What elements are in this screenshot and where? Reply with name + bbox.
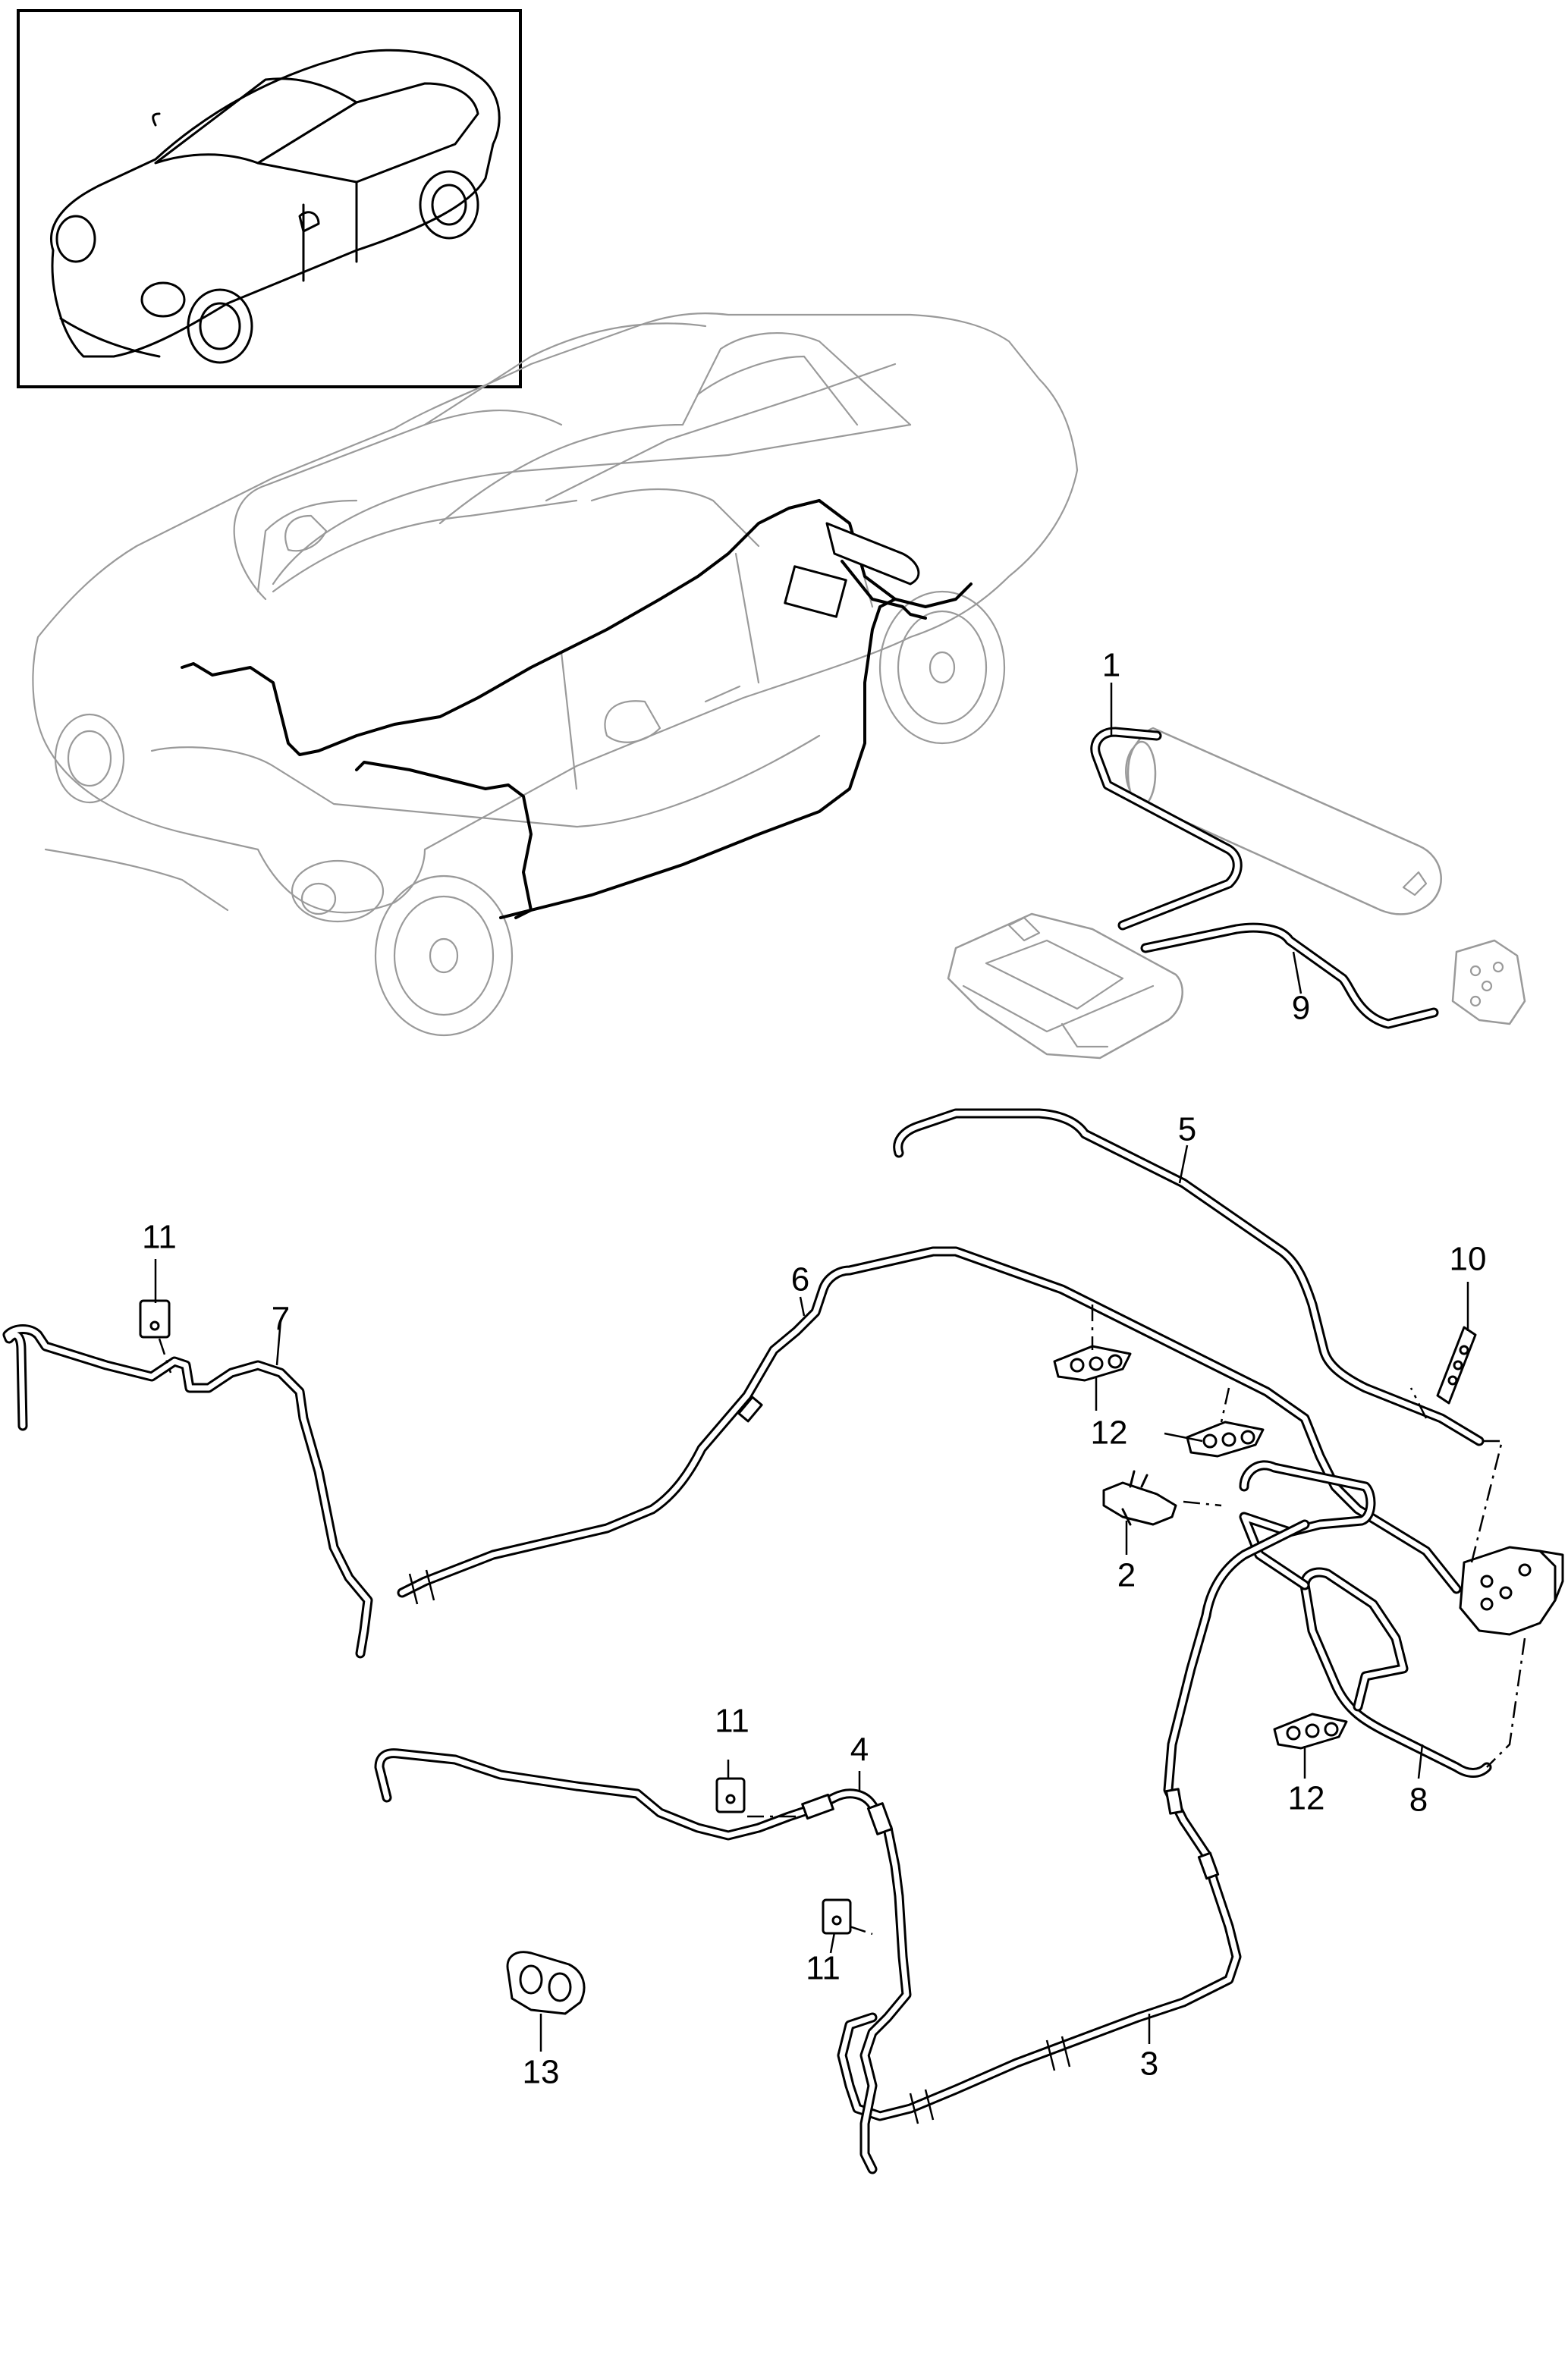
vehicle-line-routing [181,499,973,919]
line-3 [837,1519,1310,2124]
callout-9: 9 [1292,990,1310,1027]
overview-inset [17,9,522,388]
callout-4: 4 [850,1732,869,1769]
callout-13: 13 [523,2054,560,2091]
clip-strip-10 [1436,1326,1477,1405]
callout-5: 5 [1178,1111,1196,1148]
clip-13 [506,1951,586,2015]
callout-11-left: 11 [142,1219,177,1256]
bracket-2 [1102,1470,1177,1526]
callout-7: 7 [272,1301,290,1338]
clip-11-left [139,1299,171,1339]
callout-1: 1 [1102,647,1120,684]
valve-block [1459,1546,1564,1636]
callout-6: 6 [791,1261,809,1298]
inset-car-icon [50,49,501,364]
callout-12-lower: 12 [1288,1780,1325,1817]
clip-11-low [822,1898,852,1935]
callout-3: 3 [1140,2046,1158,2083]
inset-frame [17,9,522,388]
clip-11-mid [715,1777,746,1813]
line-5 [893,1108,1485,1446]
clip-12-lower [1273,1713,1348,1750]
accumulator-assembly [947,727,1526,1060]
callout-10: 10 [1450,1241,1487,1278]
line-6 [397,1246,1462,1598]
vehicle-outline [32,312,1079,1037]
callout-11-low: 11 [806,1950,841,1987]
line-8 [1239,1460,1492,1778]
callout-8: 8 [1409,1782,1428,1819]
clip-12-middle [1186,1421,1265,1458]
line-4 [374,1748,912,2174]
line-assembly-lower [2,1108,1564,2174]
callout-labels: 1 9 5 10 11 7 6 12 2 11 4 11 12 8 13 3 [142,647,1486,2091]
line-7 [2,1324,435,1659]
callout-2: 2 [1117,1557,1136,1594]
leader-lines [154,683,1469,2052]
clip-12-upper [1053,1345,1132,1382]
callout-12-upper: 12 [1091,1414,1128,1452]
callout-11-mid: 11 [715,1703,749,1740]
